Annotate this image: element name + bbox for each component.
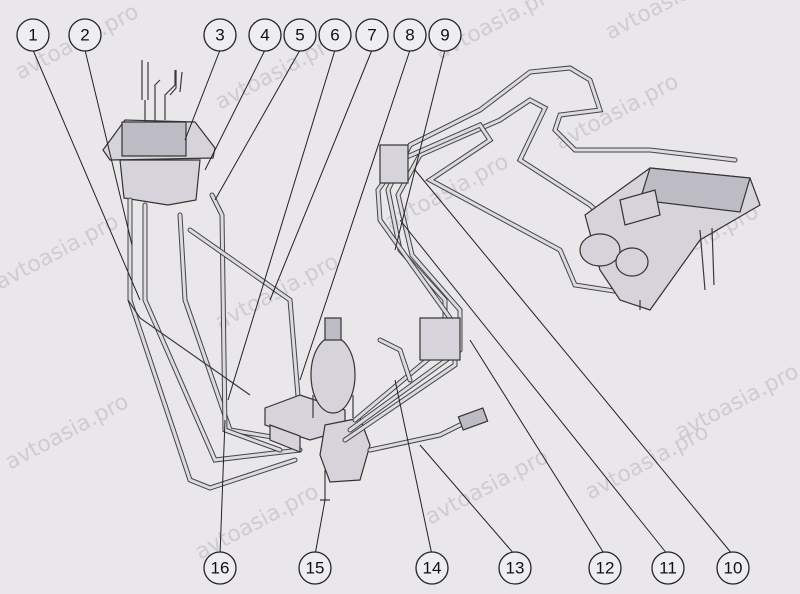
leader-lines [32, 49, 734, 556]
svg-text:9: 9 [440, 26, 449, 45]
svg-text:7: 7 [367, 26, 376, 45]
callout-5: 5 [283, 18, 317, 52]
svg-text:11: 11 [659, 559, 677, 578]
watermark: avtoasia.pro [671, 359, 800, 445]
callout-1: 1 [16, 18, 50, 52]
svg-text:8: 8 [405, 26, 414, 45]
callout-4: 4 [248, 18, 282, 52]
callout-12: 12 [588, 551, 622, 585]
watermark: avtoasia.pro [1, 389, 133, 475]
svg-text:12: 12 [596, 559, 615, 578]
svg-text:14: 14 [423, 559, 442, 578]
svg-text:1: 1 [28, 26, 37, 45]
svg-text:4: 4 [260, 26, 269, 45]
callout-14: 14 [415, 551, 449, 585]
hydraulic-tank [102, 60, 216, 206]
distributor-valve [579, 167, 761, 311]
svg-text:15: 15 [306, 559, 325, 578]
watermark: avtoasia.pro [0, 209, 123, 295]
callout-13: 13 [498, 551, 532, 585]
callout-8: 8 [393, 18, 427, 52]
callout-16: 16 [203, 551, 237, 585]
callout-15: 15 [298, 551, 332, 585]
callout-7: 7 [355, 18, 389, 52]
callout-3: 3 [203, 18, 237, 52]
svg-text:3: 3 [215, 26, 224, 45]
callout-10: 10 [716, 551, 750, 585]
callout-9: 9 [428, 18, 462, 52]
valve-assembly [264, 317, 371, 501]
callout-11: 11 [651, 551, 685, 585]
center-hose-bundle [342, 65, 738, 453]
callout-6: 6 [318, 18, 352, 52]
watermark: avtoasia.pro [191, 479, 323, 565]
svg-text:6: 6 [330, 26, 339, 45]
left-hose-bundle [127, 192, 303, 491]
svg-text:5: 5 [295, 26, 304, 45]
callout-2: 2 [68, 18, 102, 52]
svg-text:13: 13 [506, 559, 525, 578]
svg-text:16: 16 [211, 559, 230, 578]
watermark: avtoasia.pro [601, 0, 733, 45]
svg-text:10: 10 [724, 559, 743, 578]
watermark: avtoasia.pro [421, 444, 553, 530]
watermarks: avtoasia.pro avtoasia.pro avtoasia.pro a… [0, 0, 800, 565]
svg-text:2: 2 [80, 26, 89, 45]
callouts: 1 2 3 4 5 6 7 8 9 10 11 12 13 14 15 16 [16, 18, 750, 585]
